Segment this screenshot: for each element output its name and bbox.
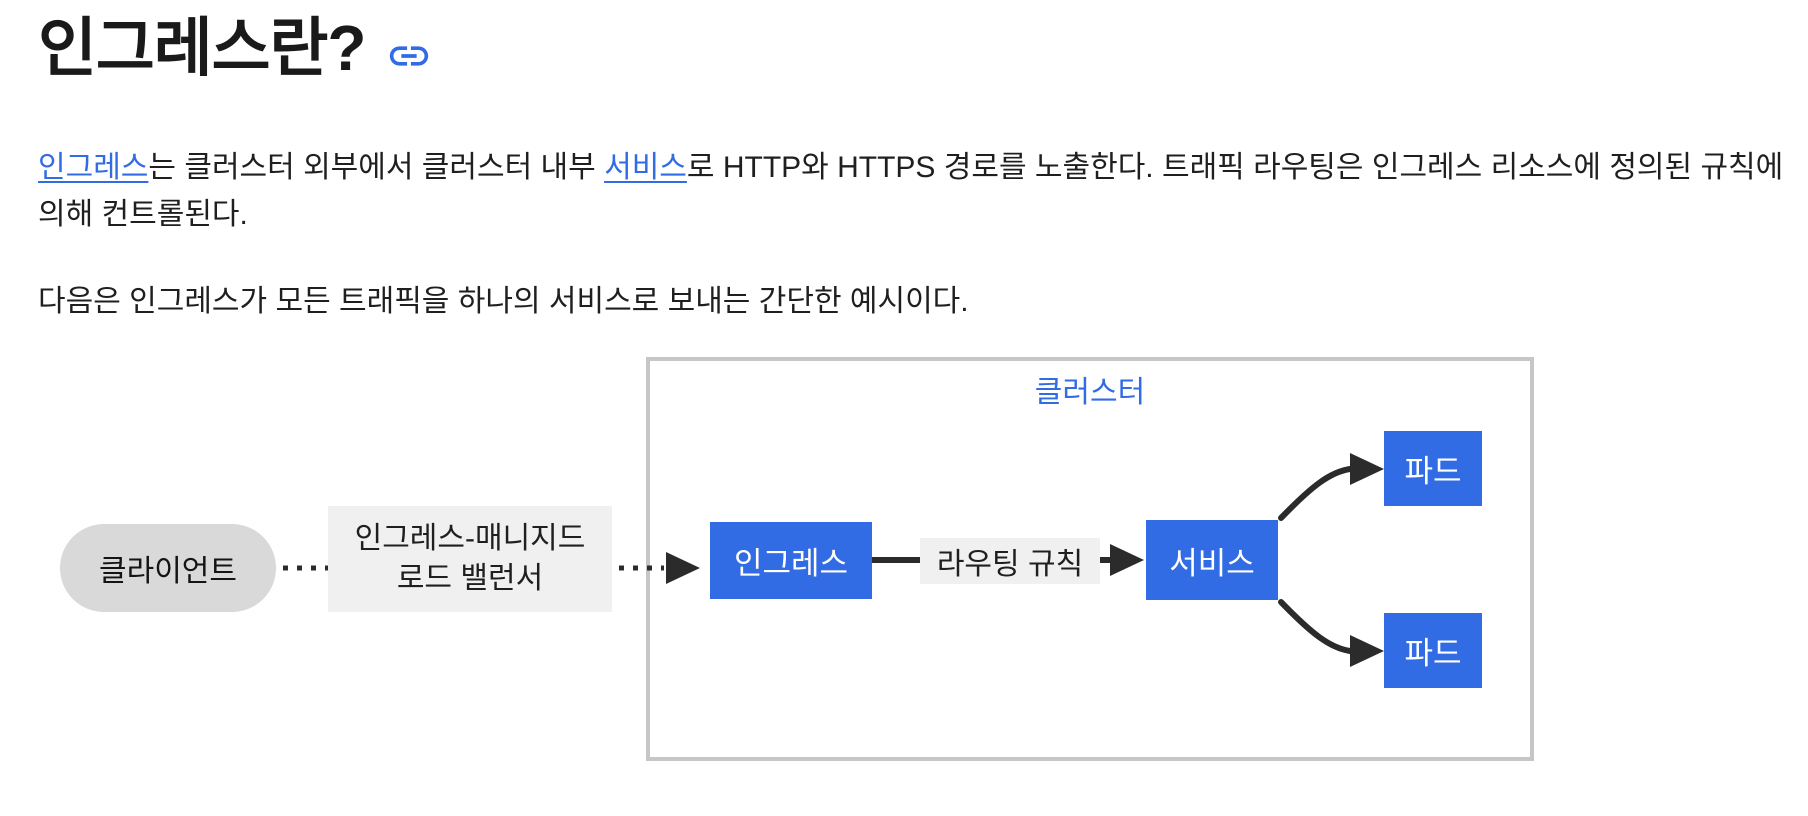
pod-node-1: 파드 (1384, 431, 1482, 506)
ingress-link[interactable]: 인그레스 (38, 151, 149, 184)
heading-anchor-link[interactable] (386, 33, 432, 79)
example-paragraph: 다음은 인그레스가 모든 트래픽을 하나의 서비스로 보내는 간단한 예시이다. (38, 285, 969, 318)
pod-node-2: 파드 (1384, 613, 1482, 688)
ingress-node-label: 인그레스 (733, 546, 849, 581)
intro-text-end: 로 HTTP와 HTTPS 경로를 노출한다. 트래픽 라우팅은 인그레스 리소… (38, 151, 1784, 231)
routing-rule-label: 라우팅 규칙 (920, 538, 1100, 584)
service-node-label: 서비스 (1169, 545, 1255, 581)
page-header: 인그레스란? (38, 8, 432, 88)
ingress-node: 인그레스 (710, 522, 872, 599)
client-label: 클라이언트 (99, 555, 237, 588)
intro-paragraph: 인그레스는 클러스터 외부에서 클러스터 내부 서비스로 HTTP와 HTTPS… (38, 144, 1786, 238)
cluster-label: 클러스터 (1034, 376, 1146, 409)
link-icon (389, 46, 428, 66)
client-node: 클라이언트 (60, 524, 276, 612)
service-node: 서비스 (1146, 520, 1278, 600)
service-pod1-arrow (1278, 466, 1353, 521)
load-balancer-label-line1: 인그레스-매니지드 (354, 522, 586, 555)
service-pod1-arrowhead (1350, 453, 1384, 485)
pod-node-2-label: 파드 (1404, 636, 1462, 671)
routing-rule-label-text: 라우팅 규칙 (936, 548, 1084, 581)
load-balancer-label-line2: 로드 밸런서 (396, 562, 544, 595)
intro-text-mid: 는 클러스터 외부에서 클러스터 내부 (148, 151, 605, 184)
service-pod2-arrow (1278, 599, 1353, 654)
service-link[interactable]: 서비스 (604, 151, 687, 184)
ingress-diagram: 클러스터 클라이언트 인그레스-매니지드 로드 밸런서 인그레스 라우팅 규칙 … (0, 310, 1808, 806)
client-ingress-arrowhead (666, 552, 700, 584)
page-title: 인그레스란? (38, 12, 366, 84)
service-pod2-arrowhead (1350, 635, 1384, 667)
load-balancer-label: 인그레스-매니지드 로드 밸런서 (328, 506, 612, 612)
ingress-service-arrowhead (1110, 544, 1144, 576)
pod-node-1-label: 파드 (1404, 454, 1462, 489)
